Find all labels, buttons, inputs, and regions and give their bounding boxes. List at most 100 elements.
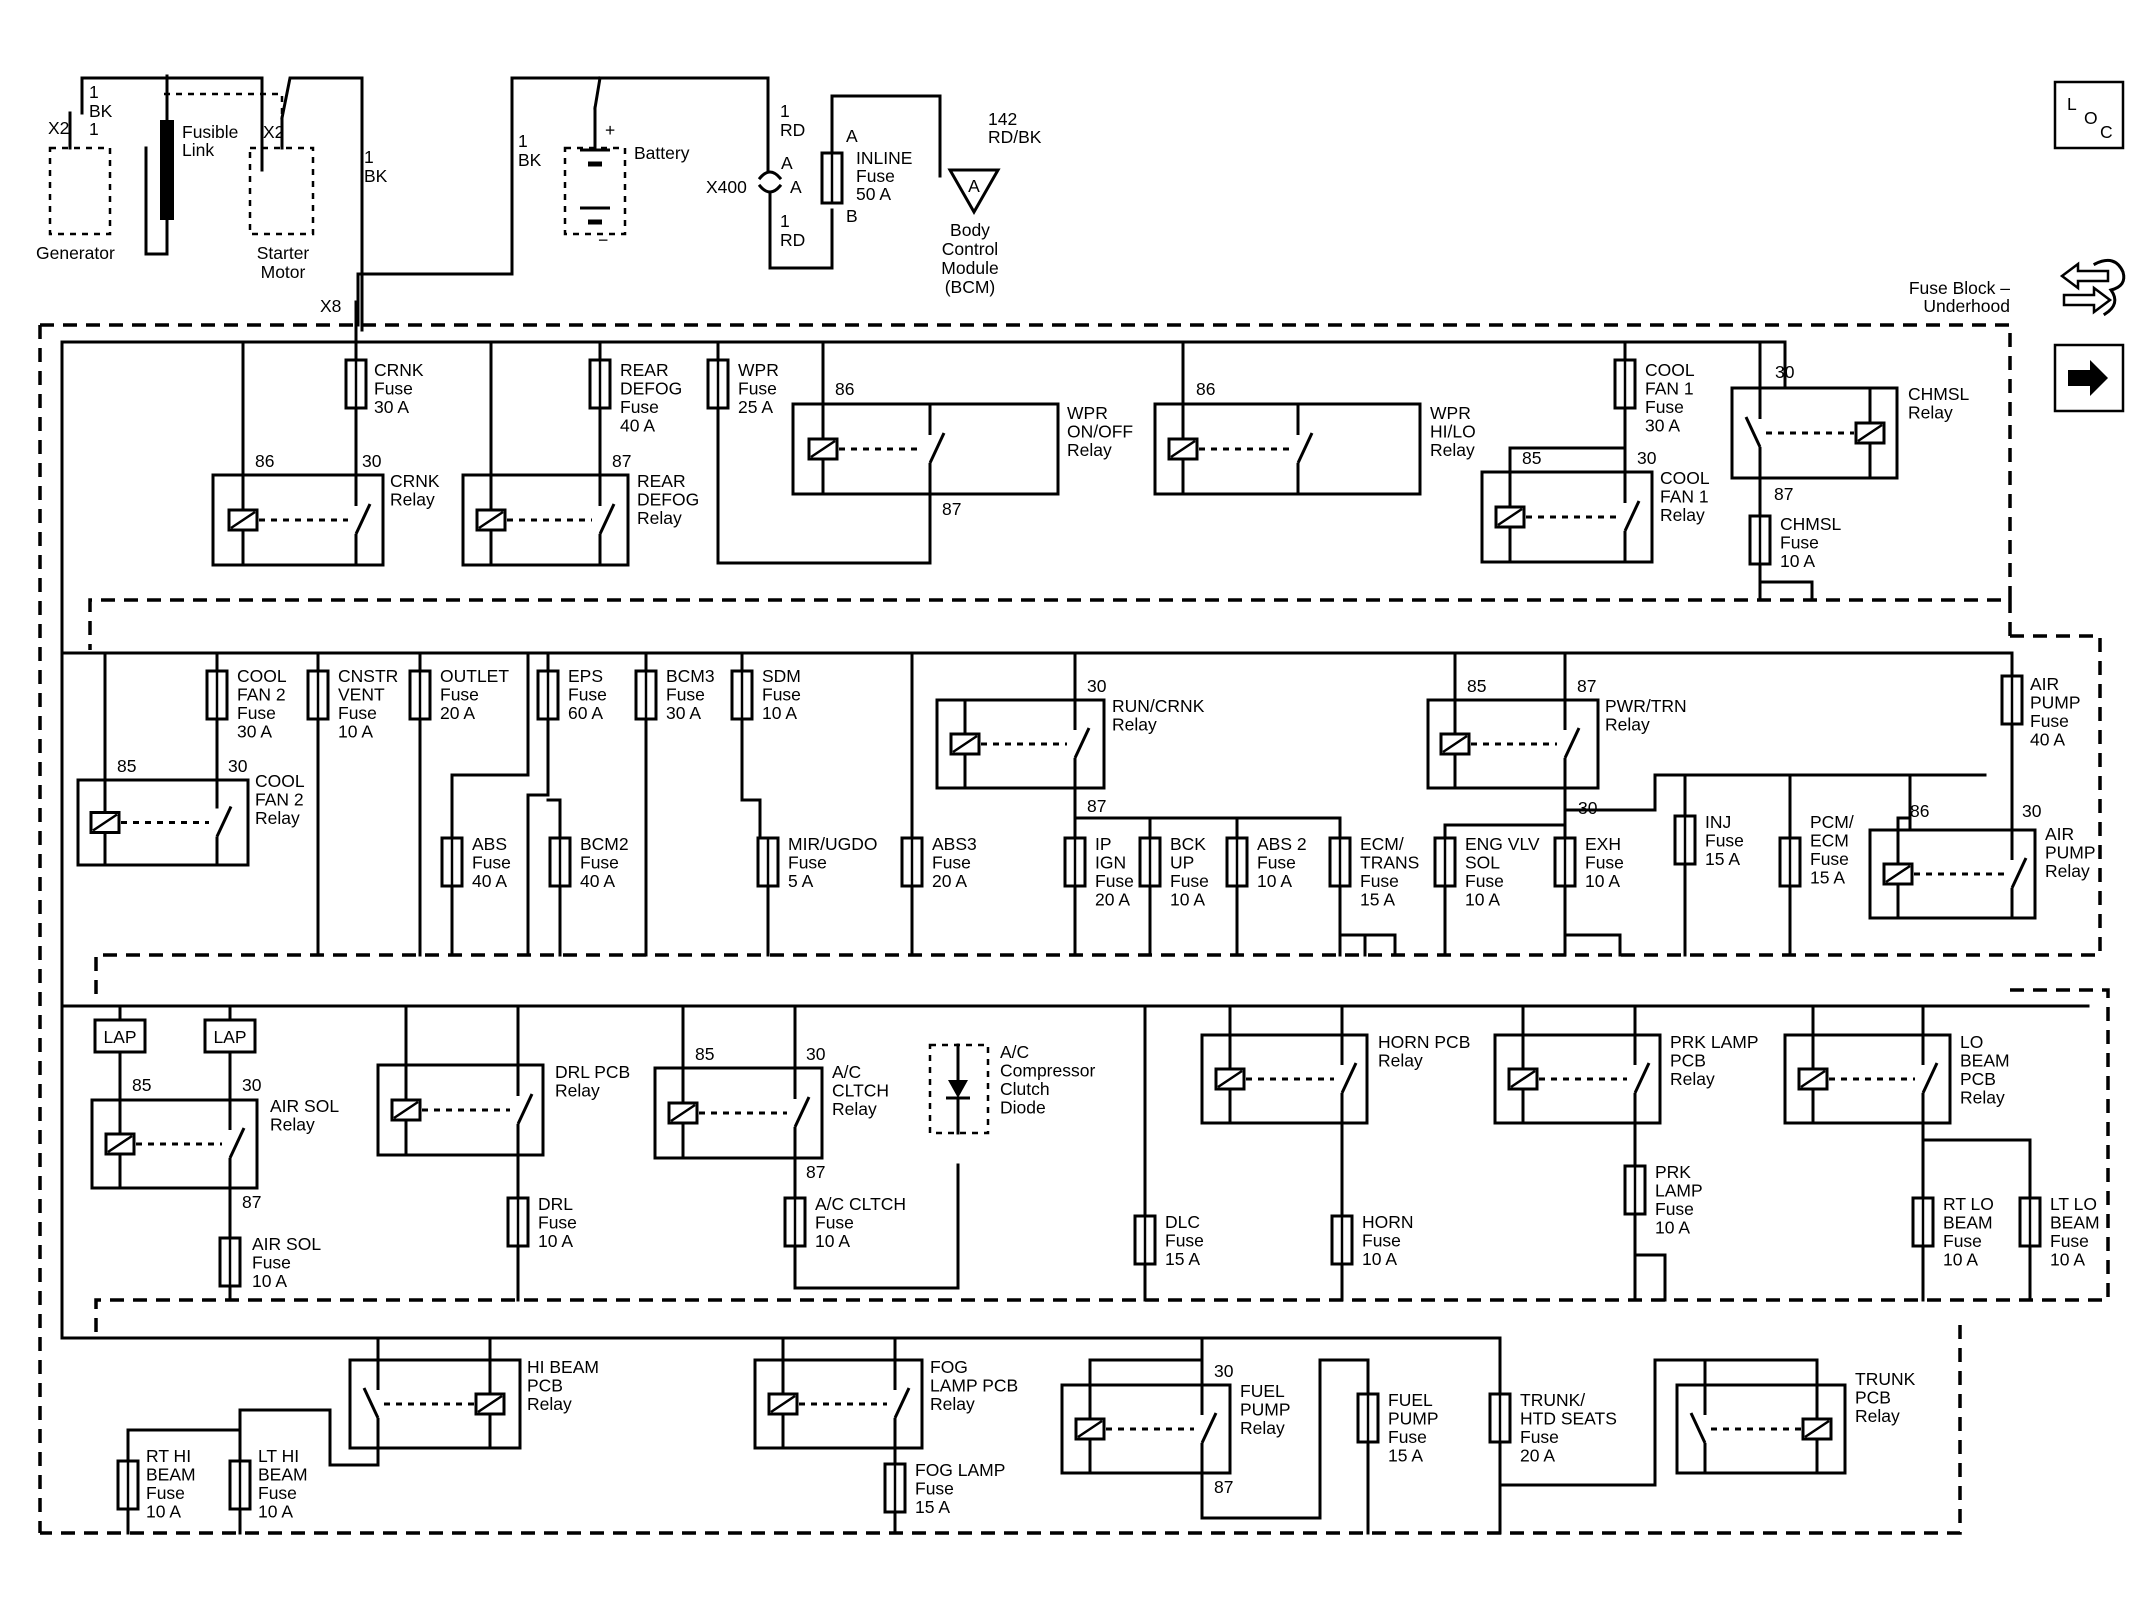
crnk-pin-30-line: 30	[362, 451, 382, 471]
gen-wire-bk-line: BK	[89, 101, 113, 121]
hi-beam-relay-label-line: Relay	[527, 1394, 572, 1414]
x8-label-line: X8	[320, 296, 341, 316]
gen-wire-bk: BK	[89, 101, 113, 121]
switch-contact	[1073, 727, 1091, 759]
prk-lamp-fuse-label-line: LAMP	[1655, 1181, 1703, 1201]
coil-diagonal	[230, 510, 256, 530]
rt-hi-beam-fuse-label-line: Fuse	[146, 1483, 185, 1503]
loc-icon-o-line: O	[2084, 108, 2098, 128]
air-sol-pin-30-line: 30	[242, 1075, 262, 1095]
fog-lamp-fuse-label-line: FOG LAMP	[915, 1460, 1005, 1480]
coil-diagonal	[92, 813, 118, 832]
wire	[1563, 933, 1622, 957]
starter-label-1: Starter	[257, 243, 310, 263]
rd-wire-label-1b-line: 1	[780, 211, 790, 231]
fog-lamp-relay-label-line: Relay	[930, 1394, 975, 1414]
generator-label-line: Generator	[36, 243, 115, 263]
trunk-relay-label-line: PCB	[1855, 1388, 1891, 1408]
ip-ign-fuse-label-line: IGN	[1095, 853, 1126, 873]
bcm-label-3: Module	[941, 258, 998, 278]
cnstr-vent-fuse-label-line: VENT	[338, 685, 385, 705]
eps-fuse	[536, 669, 560, 721]
air-sol-pin-85: 85	[132, 1075, 151, 1095]
air-pump-pin-30-line: 30	[2022, 801, 2042, 821]
rear-defog-relay-label-line: DEFOG	[637, 490, 699, 510]
air-sol-pin-30: 30	[242, 1075, 262, 1095]
arrow-right-glyph	[2068, 360, 2108, 396]
rt-hi-beam-fuse-label-line: RT HI	[146, 1446, 191, 1466]
pcm-ecm-fuse-label-line: 15 A	[1810, 868, 1845, 888]
air-pump-relay-label-line: AIR	[2045, 824, 2074, 844]
cool-fan2-pin-30: 30	[228, 756, 248, 776]
cool-fan1-fuse-label-line: FAN 1	[1645, 379, 1694, 399]
cool-fan1-pin-85-line: 85	[1522, 448, 1541, 468]
fog-lamp-fuse-label-line: Fuse	[915, 1479, 954, 1499]
fog-lamp-relay-label-line: FOG	[930, 1357, 968, 1377]
cool-fan2-relay-label-line: Relay	[255, 808, 300, 828]
fuse-block-label-1-line: Fuse Block –	[1909, 278, 2010, 298]
eps-fuse-label-line: 60 A	[568, 703, 603, 723]
trunk-fuse-label-line: Fuse	[1520, 1427, 1559, 1447]
bk-wire-starter	[280, 76, 364, 332]
cool-fan1-fuse	[1613, 358, 1637, 410]
fusible-link-label-1: Fusible	[182, 122, 238, 142]
lt-lo-beam-fuse-label-line: BEAM	[2050, 1213, 2100, 1233]
trunk-relay-label-line: TRUNK	[1855, 1369, 1916, 1389]
rd-wire-label-rdb: RD	[780, 230, 805, 250]
bcm-label-2-line: Control	[942, 239, 998, 259]
air-pump-fuse-label-line: Fuse	[2030, 711, 2069, 731]
harness-arrow-left	[2059, 261, 2110, 291]
ecm-trans-fuse-label-line: TRANS	[1360, 853, 1419, 873]
mir-fuse-label-line: Fuse	[788, 853, 827, 873]
run-crnk-pin-87-line: 87	[1087, 796, 1106, 816]
pcm-ecm-fuse	[1778, 836, 1802, 888]
wpr-onoff-pin-86-line: 86	[835, 379, 854, 399]
ip-ign-fuse-label-line: 20 A	[1095, 890, 1130, 910]
eps-branch-a	[450, 651, 530, 840]
wire	[526, 717, 550, 957]
fog-lamp-fuse-label-line: 15 A	[915, 1497, 950, 1517]
fuse-block-label-2-line: Underhood	[1923, 296, 2010, 316]
ac-clutch-relay	[653, 1066, 824, 1160]
wpr-hilo-relay-label-line: HI/LO	[1430, 422, 1476, 442]
battery-wire	[593, 76, 602, 110]
x400-a-bottom-line: A	[790, 177, 802, 197]
fusible-link-label-2-line: Link	[182, 140, 214, 160]
inj-fuse-label-line: INJ	[1705, 812, 1731, 832]
fuse-block-boundary-4	[40, 1325, 1962, 1535]
chmsl-pin-87: 87	[1774, 484, 1793, 504]
horn-fuse	[1330, 1214, 1354, 1266]
x400-connector-top	[757, 170, 783, 181]
coil-diagonal	[107, 1134, 133, 1154]
loc-icon	[2053, 80, 2125, 150]
ac-diode-label-line: Diode	[1000, 1098, 1046, 1118]
mir-fuse	[756, 836, 780, 888]
air-pump-relay-label-line: Relay	[2045, 861, 2090, 881]
bcm2-fuse-label-line: BCM2	[580, 834, 629, 854]
hi-beam-relay	[348, 1358, 522, 1450]
wpr-onoff-relay-label-line: Relay	[1067, 440, 1112, 460]
wpr-onoff-pin-87: 87	[942, 499, 961, 519]
lo-beam-relay	[1783, 1033, 1952, 1125]
inline-pin-b: B	[846, 206, 858, 226]
ac-pin-30-line: 30	[806, 1044, 826, 1064]
coil-diagonal	[393, 1100, 419, 1120]
inline-fuse-label-1-line: INLINE	[856, 148, 912, 168]
crnk-pin-86: 86	[255, 451, 274, 471]
abs2-fuse-label-line: Fuse	[1257, 853, 1296, 873]
switch-contact	[1200, 1412, 1218, 1444]
ac-pin-87-line: 87	[806, 1162, 825, 1182]
abs2-fuse-label-line: 10 A	[1257, 871, 1292, 891]
air-sol-fuse-label-line: Fuse	[252, 1253, 291, 1273]
pwr-trn-30-branch	[1443, 786, 1567, 842]
